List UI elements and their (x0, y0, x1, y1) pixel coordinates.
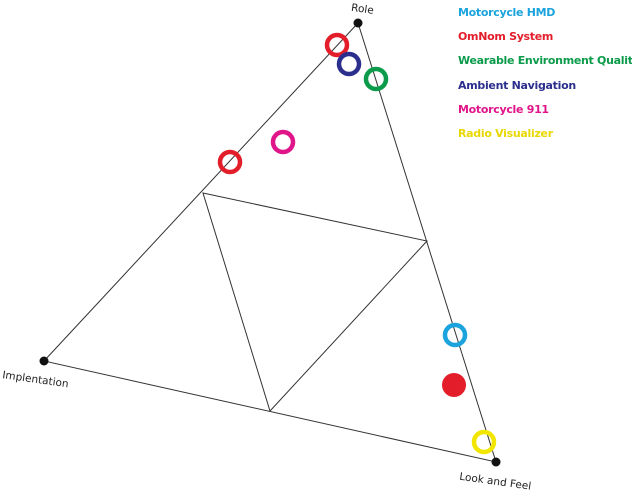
vertex-label-look-and-feel: Look and Feel (459, 471, 532, 493)
marker-omnom-mid (217, 149, 243, 175)
legend-item-omnom-system: OmNom System (458, 30, 554, 44)
legend-item-motorcycle-911: Motorcycle 911 (458, 102, 549, 116)
marker-radio-visualizer (471, 429, 497, 455)
marker-ambient-navigation (336, 51, 362, 77)
vertex-label-role: Role (350, 2, 374, 17)
legend-item-radio-visualizer: Radio Visualizer (458, 126, 553, 140)
legend-item-ambient-navigation: Ambient Navigation (458, 78, 576, 92)
marker-omnom-top (324, 32, 350, 58)
vertex-label-implementation: Implentation (2, 369, 70, 390)
legend-item-motorcycle-hmd: Motorcycle HMD (458, 6, 556, 19)
legend: Motorcycle HMD OmNom System Wearable Env… (458, 5, 632, 150)
marker-omnom-filled (442, 373, 466, 397)
inner-triangle (202, 192, 428, 412)
marker-wearable-environment (363, 66, 389, 92)
vertex-look-and-feel-dot (491, 457, 501, 467)
vertex-role-dot (353, 18, 363, 28)
marker-motorcycle-hmd (442, 322, 468, 348)
outer-triangle (43, 22, 497, 463)
marker-motorcycle-911 (270, 129, 296, 155)
legend-item-wearable-environment-quality: Wearable Environment Quality (458, 54, 632, 68)
vertex-implementation-dot (39, 356, 49, 366)
